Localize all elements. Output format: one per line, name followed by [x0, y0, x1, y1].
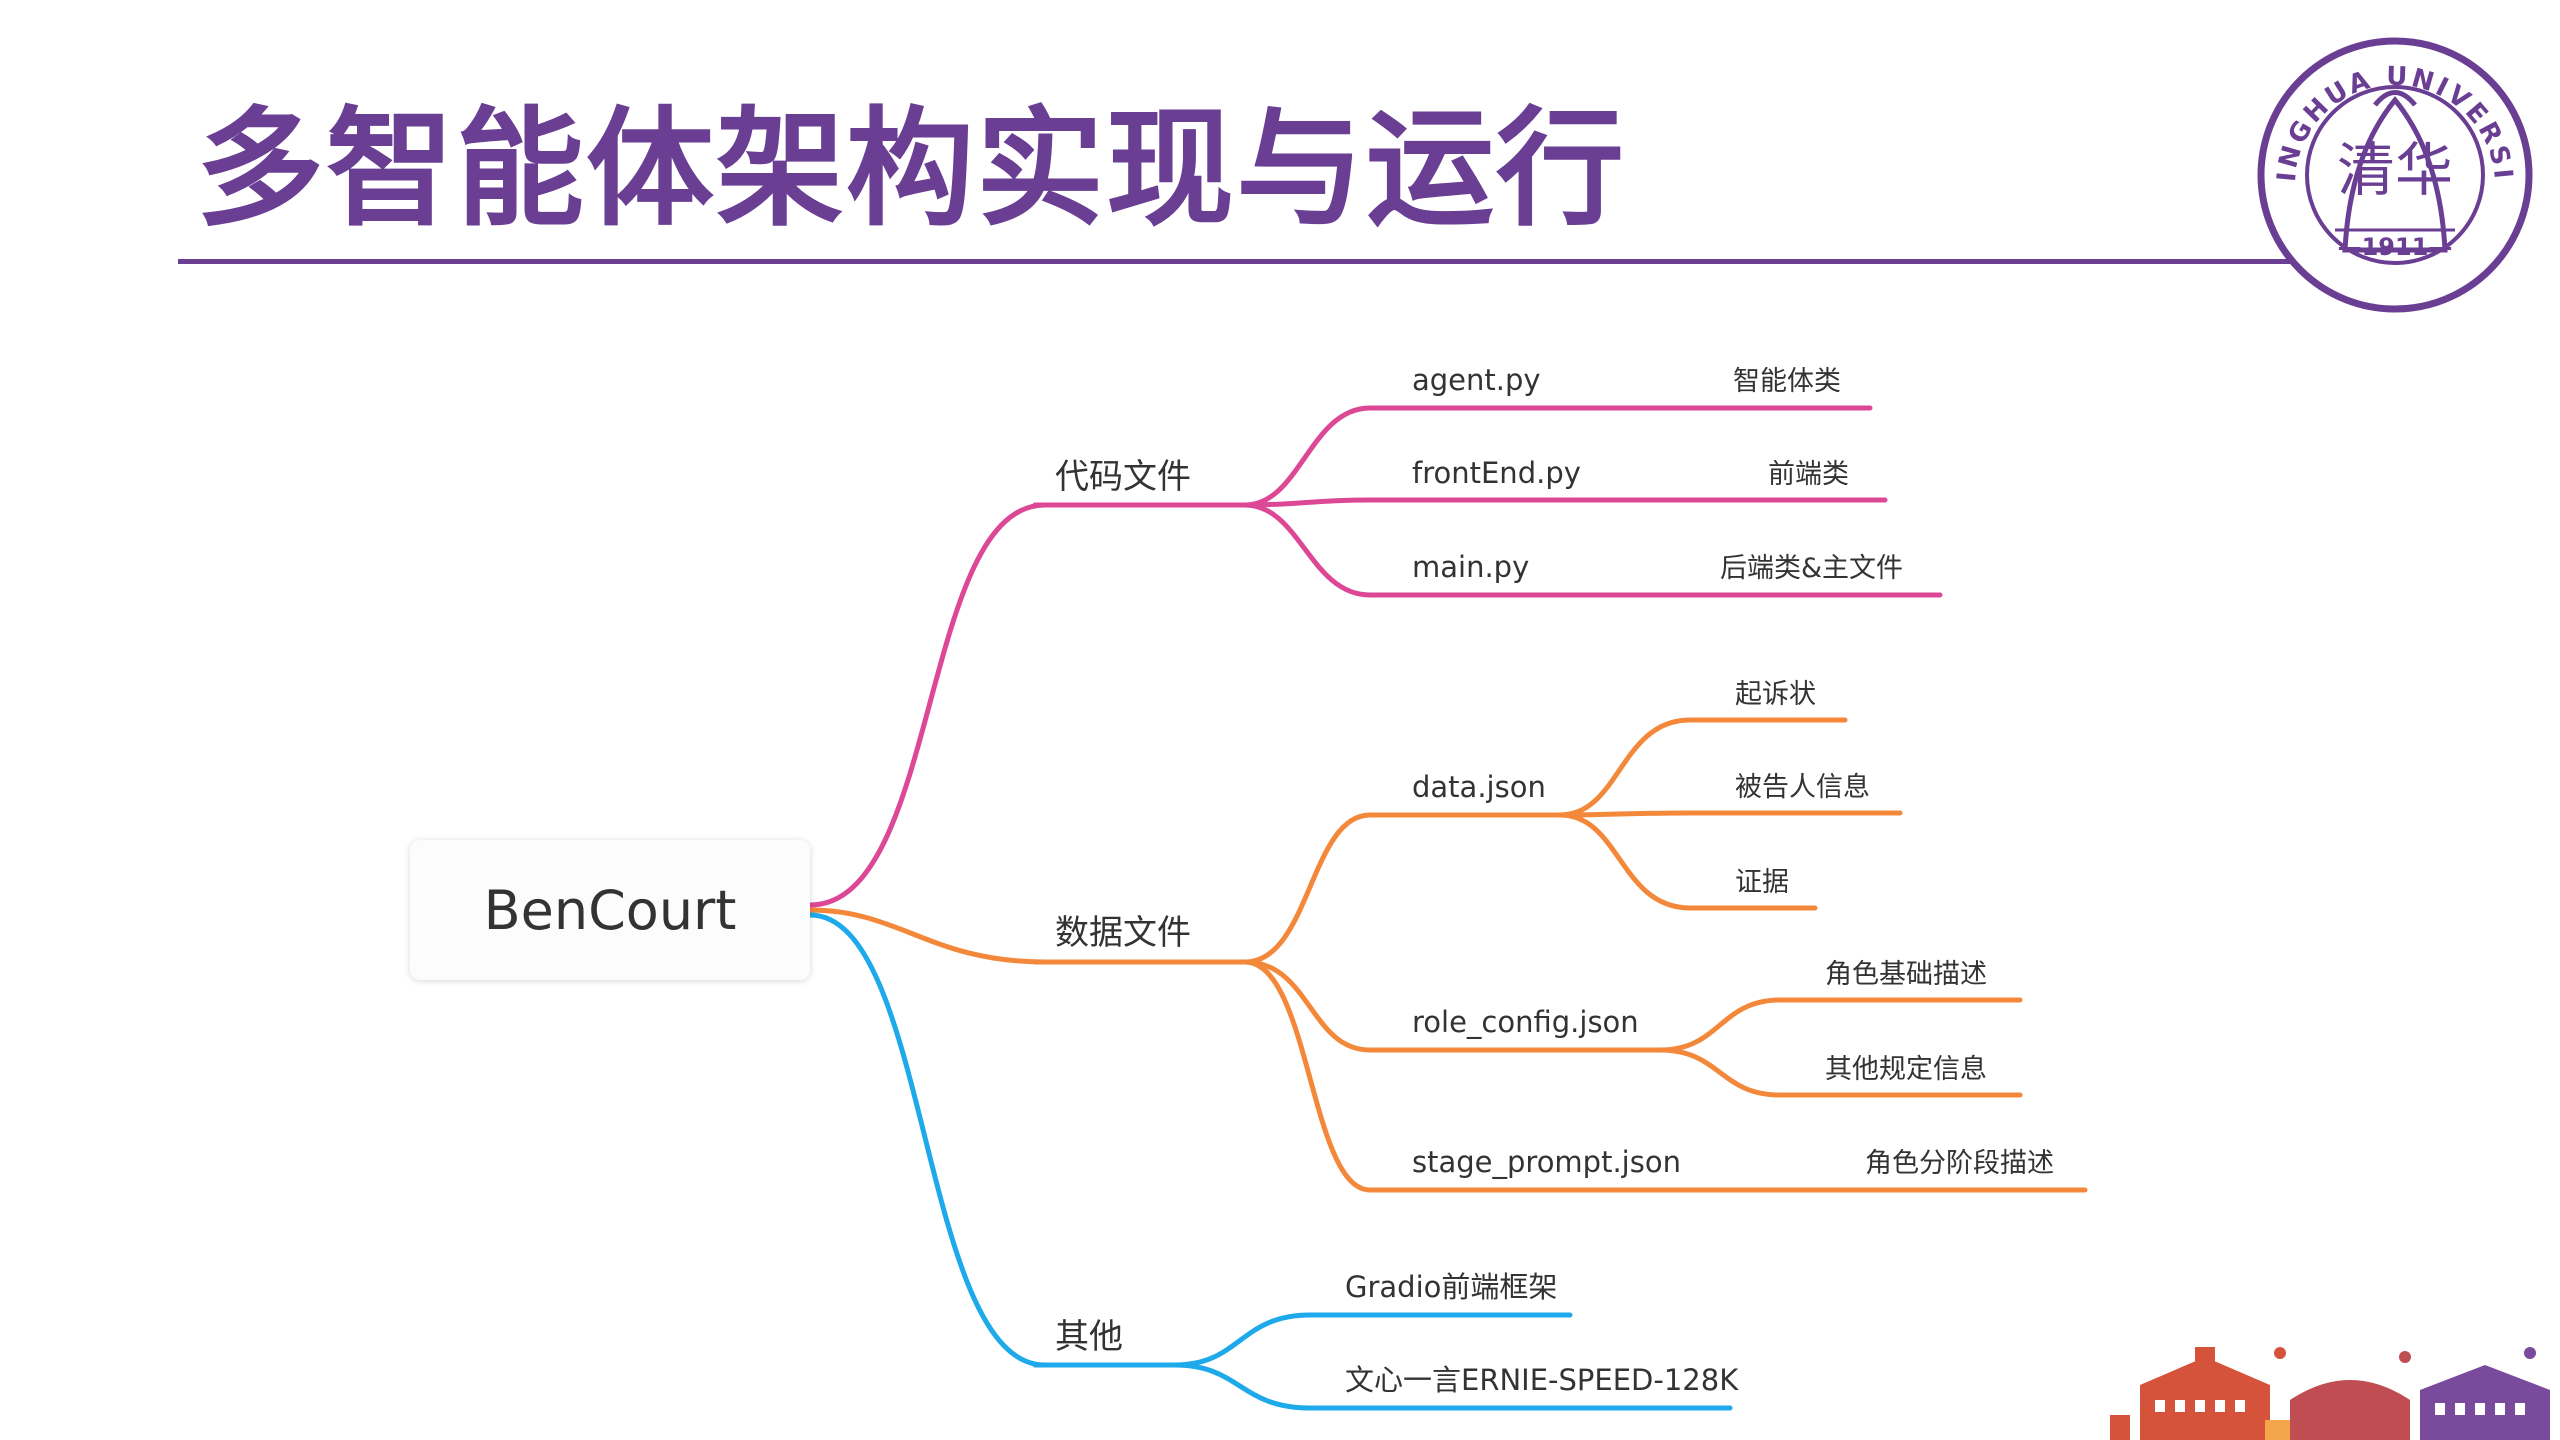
campus-skyline-illustration [2110, 1347, 2550, 1440]
slide-title: 多智能体架构实现与运行 [196, 95, 1627, 244]
branch-label-code: 代码文件 [1055, 457, 1191, 497]
roleconfig-item-1: 其他规定信息 [1825, 1054, 1987, 1085]
file-name-roleconfig: role_config.json [1412, 1005, 1639, 1039]
stageprompt-item-0: 角色分阶段描述 [1865, 1148, 2054, 1179]
file-desc-main: 后端类&主文件 [1720, 553, 1903, 584]
datajson-item-0: 起诉状 [1735, 679, 1816, 710]
branch-data-connectors [807, 717, 2088, 1193]
connector-roleconfig-item-0 [1657, 997, 1783, 1053]
connector-other-item-1 [1172, 1362, 1313, 1411]
connector-roleconfig-item-1 [1657, 1047, 1783, 1098]
root-node-label: BenCourt [483, 878, 737, 942]
svg-text:—1911—: —1911— [2338, 233, 2453, 261]
file-name-main: main.py [1412, 550, 1529, 584]
connector-code-agent [1242, 405, 1373, 508]
file-name-agent: agent.py [1412, 363, 1541, 397]
connector-datajson-item-0 [1557, 717, 1693, 818]
datajson-item-2: 证据 [1735, 867, 1789, 898]
connector-code-main [1242, 502, 1373, 598]
connector-data-roleconfig [1242, 959, 1373, 1053]
file-desc-agent: 智能体类 [1733, 366, 1841, 397]
other-item-1: 文心一言ERNIE-SPEED-128K [1345, 1363, 1739, 1397]
branch-other-connectors [807, 912, 1733, 1411]
connector-data-stageprompt [1242, 959, 1373, 1193]
branch-code-connectors [807, 405, 1943, 908]
connector-root-code [807, 502, 1048, 908]
branch-label-other: 其他 [1055, 1317, 1123, 1357]
roleconfig-item-0: 角色基础描述 [1825, 959, 1987, 990]
connector-root-other [807, 912, 1048, 1368]
file-name-stageprompt: stage_prompt.json [1412, 1145, 1681, 1179]
branch-label-data: 数据文件 [1055, 913, 1191, 953]
file-name-frontend: frontEnd.py [1412, 456, 1581, 490]
connector-code-frontend [1242, 497, 1373, 508]
connector-data-datajson [1242, 812, 1373, 965]
mindmap-labels: 代码文件 数据文件 其他 agent.py 智能体类 frontEnd.py 前… [1055, 363, 2054, 1397]
root-node: BenCourt [410, 840, 810, 980]
file-desc-frontend: 前端类 [1768, 459, 1849, 490]
datajson-item-1: 被告人信息 [1735, 772, 1870, 803]
file-name-datajson: data.json [1412, 770, 1546, 804]
other-item-0: Gradio前端框架 [1345, 1270, 1557, 1304]
connector-datajson-item-2 [1557, 812, 1693, 911]
connector-other-item-0 [1172, 1312, 1313, 1368]
connector-datajson-item-1 [1557, 810, 1693, 818]
title-divider [178, 259, 2318, 264]
svg-text:清华: 清华 [2337, 136, 2453, 204]
connector-root-data [807, 907, 1048, 965]
tsinghua-seal-logo: TSINGHUA UNIVERSITY 清华 —1911— [2255, 35, 2533, 313]
